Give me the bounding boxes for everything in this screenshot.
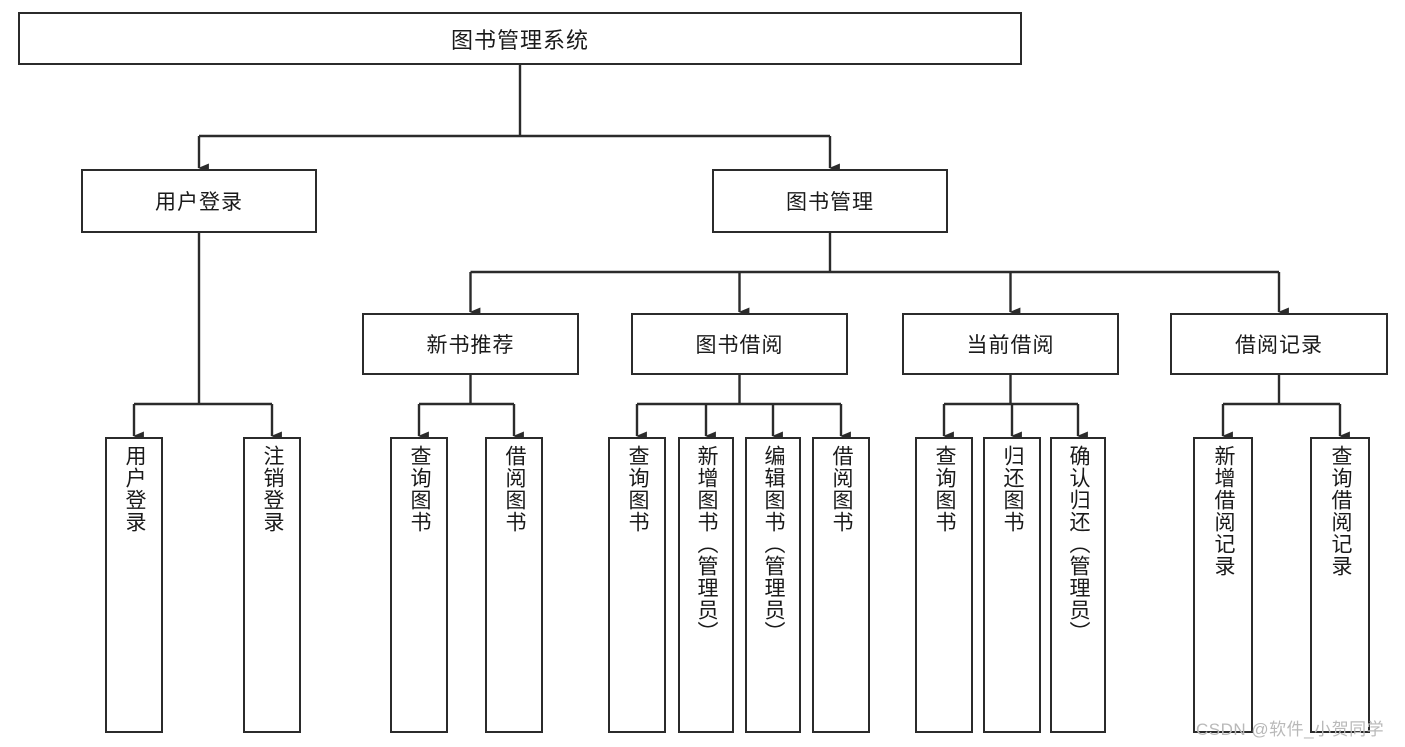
node-leaf-user-logout[interactable]: 注销登录 [243, 437, 301, 733]
node-new-book-recommend[interactable]: 新书推荐 [362, 313, 579, 375]
node-leaf-user-login-label: 用户登录 [123, 445, 147, 533]
node-leaf-query-borrow-record-label: 查询借阅记录 [1329, 445, 1353, 577]
node-root-title-label: 图书管理系统 [450, 27, 589, 53]
node-leaf-confirm-return-admin-label: 确认归还（管理员） [1067, 445, 1091, 643]
node-leaf-borrow-book-1-label: 借阅图书 [503, 445, 527, 533]
csdn-watermark: CSDN @软件_小贺同学 [1196, 720, 1385, 739]
node-leaf-query-borrow-record[interactable]: 查询借阅记录 [1310, 437, 1370, 733]
node-book-manage-label: 图书管理 [786, 191, 874, 214]
node-leaf-confirm-return-admin[interactable]: 确认归还（管理员） [1050, 437, 1106, 733]
node-leaf-query-book-1[interactable]: 查询图书 [390, 437, 448, 733]
node-new-book-recommend-label: 新书推荐 [426, 334, 515, 357]
node-borrow-record[interactable]: 借阅记录 [1170, 313, 1388, 375]
node-leaf-return-book-label: 归还图书 [1001, 445, 1025, 533]
node-leaf-return-book[interactable]: 归还图书 [983, 437, 1041, 733]
node-root-title[interactable]: 图书管理系统 [18, 12, 1022, 65]
node-leaf-borrow-book-2-label: 借阅图书 [830, 445, 854, 533]
node-leaf-borrow-book-1[interactable]: 借阅图书 [485, 437, 543, 733]
node-leaf-borrow-book-2[interactable]: 借阅图书 [812, 437, 870, 733]
node-borrow-record-label: 借阅记录 [1235, 334, 1323, 357]
node-leaf-edit-book-admin-label: 编辑图书（管理员） [762, 445, 786, 643]
node-user-login[interactable]: 用户登录 [81, 169, 317, 233]
node-book-manage[interactable]: 图书管理 [712, 169, 948, 233]
node-leaf-query-book-3-label: 查询图书 [933, 445, 957, 533]
node-leaf-query-book-1-label: 查询图书 [408, 445, 432, 533]
node-book-borrow-label: 图书借阅 [695, 334, 784, 357]
node-leaf-add-book-admin-label: 新增图书（管理员） [695, 445, 719, 643]
node-leaf-add-borrow-record-label: 新增借阅记录 [1212, 445, 1236, 577]
node-leaf-add-borrow-record[interactable]: 新增借阅记录 [1193, 437, 1253, 733]
node-leaf-query-book-3[interactable]: 查询图书 [915, 437, 973, 733]
node-leaf-add-book-admin[interactable]: 新增图书（管理员） [678, 437, 734, 733]
node-leaf-edit-book-admin[interactable]: 编辑图书（管理员） [745, 437, 801, 733]
node-leaf-query-book-2-label: 查询图书 [626, 445, 650, 533]
node-leaf-user-login[interactable]: 用户登录 [105, 437, 163, 733]
node-leaf-query-book-2[interactable]: 查询图书 [608, 437, 666, 733]
node-leaf-user-logout-label: 注销登录 [261, 445, 285, 533]
node-book-borrow[interactable]: 图书借阅 [631, 313, 848, 375]
node-current-borrow[interactable]: 当前借阅 [902, 313, 1119, 375]
node-current-borrow-label: 当前借阅 [966, 334, 1055, 357]
node-user-login-label: 用户登录 [155, 191, 243, 214]
